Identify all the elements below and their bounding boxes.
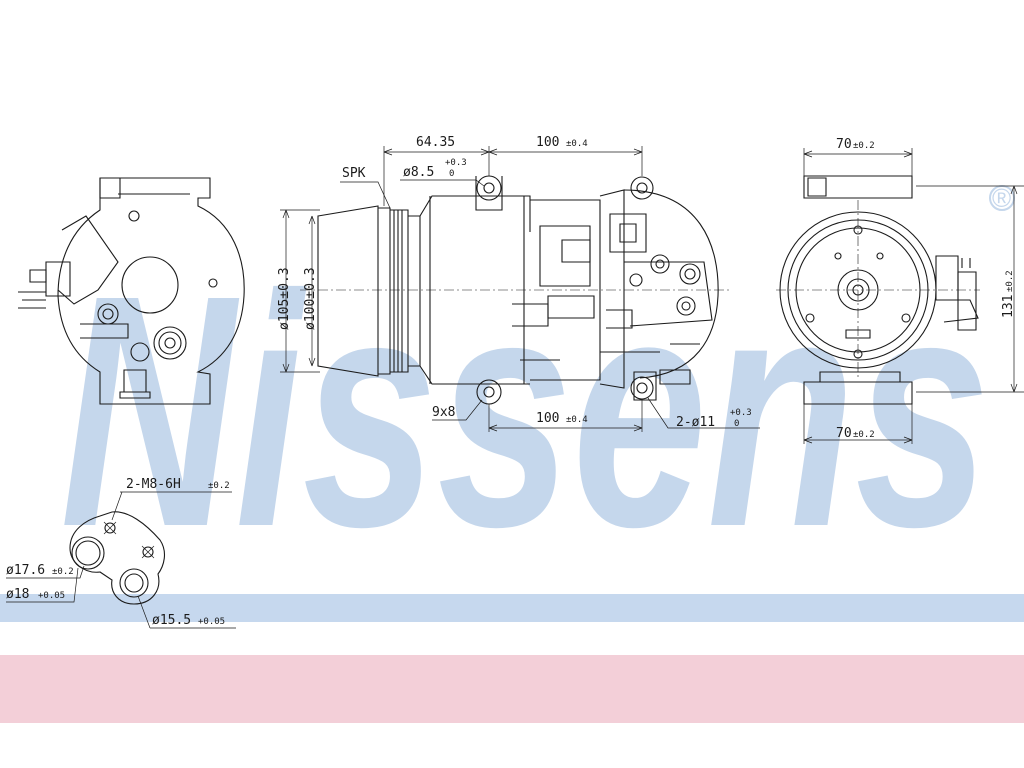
port-flange-outline <box>69 511 166 605</box>
brand-watermark: Nissens ® <box>60 183 1015 595</box>
port-cross-hatch <box>103 521 155 559</box>
top-offset-dimension: 64.35 <box>416 135 455 150</box>
bottom-spacing-dimension: 100 <box>536 411 559 426</box>
port-diameter-3-label: ø15.5 <box>152 613 191 628</box>
port-leader-lines <box>6 491 236 629</box>
port-thread-tol: ±0.2 <box>208 481 230 491</box>
pulley-outer-diameter-label: ø105±0.3 <box>277 267 292 330</box>
top-hole-diameter-label: ø8.5 <box>403 165 434 180</box>
right-bottom-width-tol: ±0.2 <box>853 430 875 440</box>
port-detail-view: 2-M8-6H ±0.2 ø17.6 ±0.2 ø18 +0.05 ø15.5 … <box>6 477 236 629</box>
pink-band <box>0 655 1024 723</box>
top-hole-tol-upper: +0.3 <box>445 158 467 168</box>
bottom-hole-diameter-label: 2-ø11 <box>676 415 715 430</box>
port-diameter-2-label: ø18 <box>6 587 29 602</box>
top-spacing-dimension: 100 <box>536 135 559 150</box>
right-top-width-tol: ±0.2 <box>853 141 875 151</box>
bottom-spacing-tolerance: ±0.4 <box>566 415 588 425</box>
port-thread-label: 2-M8-6H <box>126 477 181 492</box>
bottom-hole-tol-upper: +0.3 <box>730 408 752 418</box>
right-end-view: 70 ±0.2 70 ±0.2 131 ±0.2 <box>776 137 1024 444</box>
left-side-view <box>18 177 245 405</box>
pulley <box>317 205 421 377</box>
right-height-label: 131 <box>1001 295 1016 318</box>
port-diameter-3-tol: +0.05 <box>198 617 225 627</box>
slot-size-label: 9x8 <box>432 405 455 420</box>
bottom-dimension-lines <box>432 397 760 432</box>
front-view: ø105±0.3 ø100±0.3 64.35 100 ±0.4 SPK ø8.… <box>277 135 760 432</box>
blue-band <box>0 594 1024 622</box>
belt-type-label: SPK <box>342 166 366 181</box>
top-hole-tol-lower: 0 <box>449 169 454 179</box>
watermark-text: Nissens <box>60 226 990 595</box>
right-height-tol: ±0.2 <box>1005 270 1015 292</box>
right-bottom-width-label: 70 <box>836 426 852 441</box>
port-diameter-2-tol: +0.05 <box>38 591 65 601</box>
registered-mark: ® <box>992 183 1011 213</box>
right-top-width-label: 70 <box>836 137 852 152</box>
right-height-dimension: 131 ±0.2 <box>1001 270 1016 318</box>
port-diameter-1-tol: ±0.2 <box>52 567 74 577</box>
bottom-hole-tol-lower: 0 <box>734 419 739 429</box>
top-dimension-lines <box>340 146 643 209</box>
right-dimension-lines <box>803 148 1024 444</box>
pulley-inner-diameter-label: ø100±0.3 <box>303 267 318 330</box>
port-diameter-1-label: ø17.6 <box>6 563 45 578</box>
top-spacing-tolerance: ±0.4 <box>566 139 588 149</box>
pulley-dimension-lines <box>280 209 320 373</box>
